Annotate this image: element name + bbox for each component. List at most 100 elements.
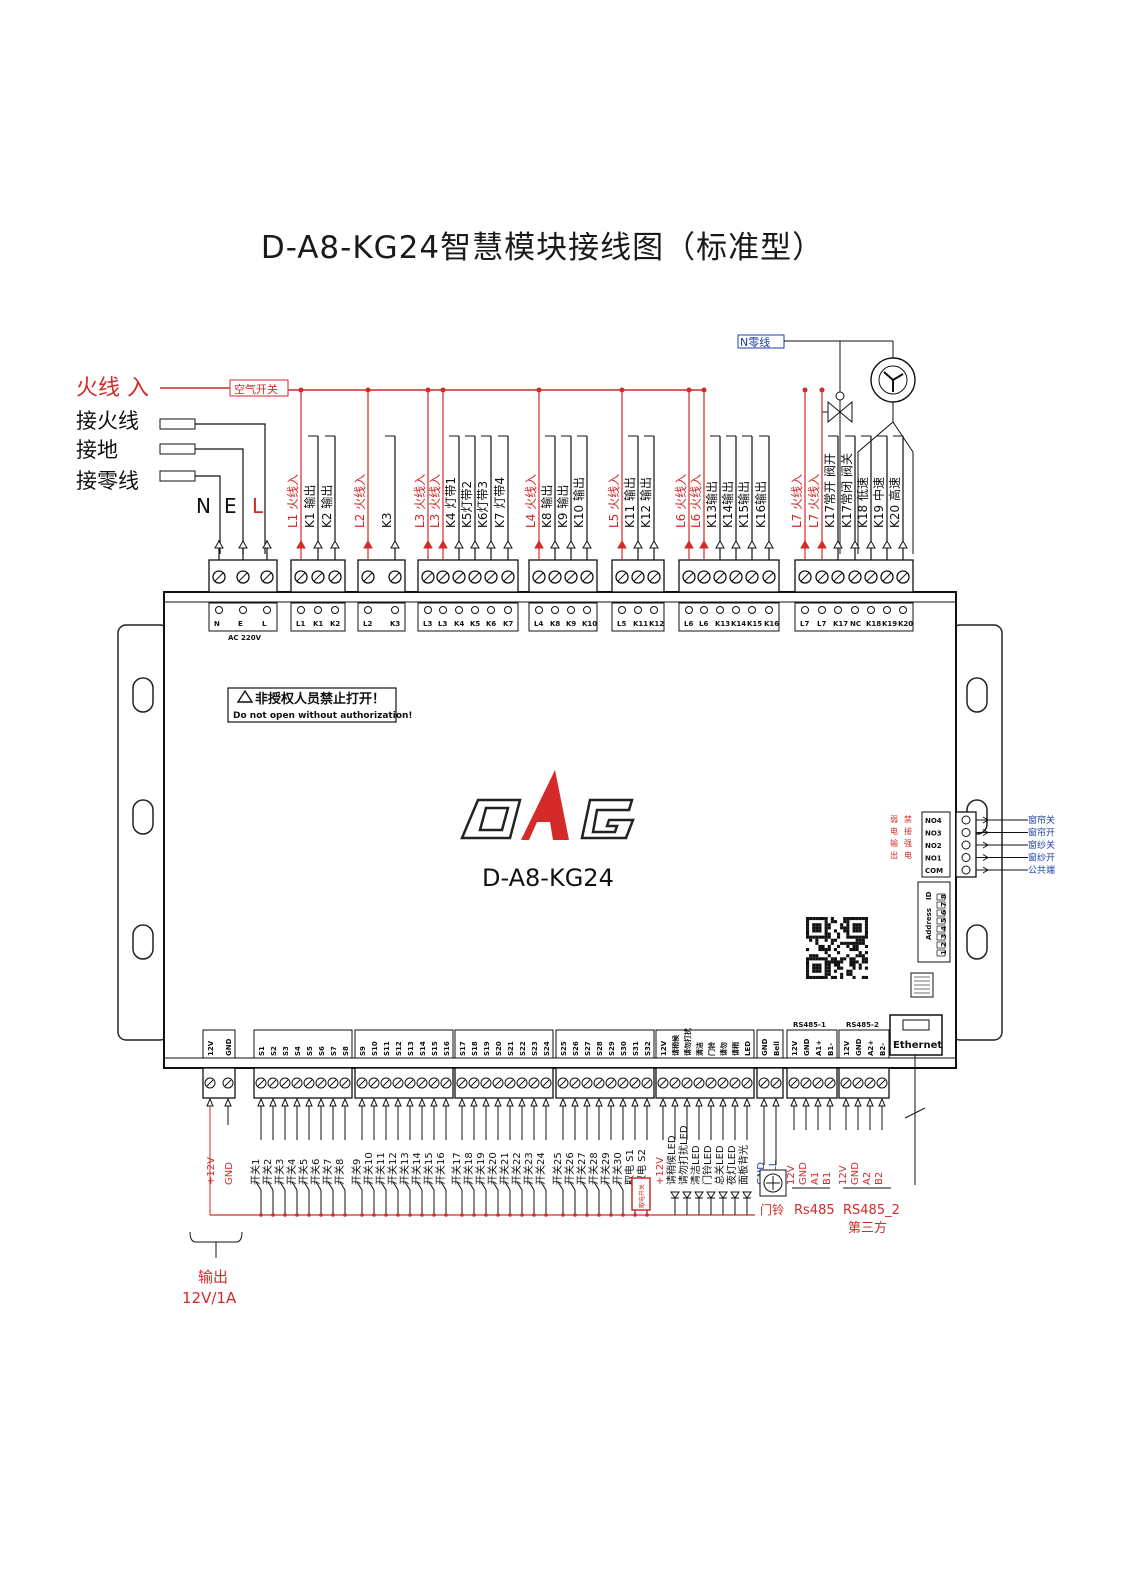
- terminal-function-label: 开关5: [297, 1159, 310, 1185]
- terminal-id: S8: [342, 1046, 350, 1056]
- terminal-function-label: GND: [224, 1162, 235, 1185]
- terminal-id: NC: [850, 620, 861, 628]
- terminal-function-label: B2: [874, 1172, 885, 1185]
- terminal-id: S13: [407, 1041, 415, 1056]
- terminal-id: 门铃: [707, 1042, 716, 1056]
- terminal-function-label: L2 火线入: [353, 474, 367, 528]
- terminal-function-label: K4 灯带1: [444, 477, 458, 528]
- terminal-id: 12V: [843, 1040, 851, 1056]
- terminal-id: NO3: [925, 830, 942, 838]
- terminal-id: K1: [313, 620, 323, 628]
- led-icon: [682, 1191, 692, 1199]
- output-function-label: 窗纱开: [1028, 852, 1055, 864]
- terminal-function-label: 开关29: [599, 1152, 612, 1185]
- warning-char: 输: [890, 838, 898, 848]
- terminal-id: A1+: [815, 1040, 823, 1056]
- fan-valve-wiring: N零线: [737, 334, 916, 554]
- terminal-function-label: 12V: [786, 1165, 797, 1185]
- terminal-function-label: K9 输出: [555, 485, 570, 528]
- terminal-function-label: K3: [380, 512, 394, 528]
- terminal-id: S20: [495, 1041, 503, 1056]
- warning-char: 接: [904, 826, 912, 836]
- terminal-function-label: 开关25: [551, 1152, 564, 1185]
- output-caption-line2: 12V/1A: [182, 1289, 237, 1307]
- terminal-function-label: 开关18: [462, 1152, 475, 1185]
- terminal-function-label: 总关LED: [713, 1145, 726, 1185]
- terminal-id: S17: [459, 1041, 467, 1056]
- terminal-id: K8: [550, 620, 560, 628]
- terminal-id: K4: [454, 620, 464, 628]
- terminal-id: K2: [330, 620, 340, 628]
- terminal-id: S25: [560, 1041, 568, 1056]
- dip-number: 7: [940, 902, 948, 907]
- page-title: D-A8-KG24智慧模块接线图（标准型）: [260, 230, 825, 266]
- terminal-id: L6: [684, 620, 693, 628]
- terminal-id: K20: [898, 620, 913, 628]
- terminal-id: GND: [761, 1038, 769, 1056]
- terminal-label-box: [417, 602, 519, 632]
- terminal-function-label: GND: [850, 1162, 861, 1185]
- terminal-id: K16: [764, 620, 779, 628]
- terminal-id: L7: [800, 620, 809, 628]
- terminal-function-label: K20 高速: [887, 477, 902, 528]
- terminal-function-label: K11 输出: [622, 477, 637, 528]
- terminal-function-label: 开关23: [522, 1152, 535, 1185]
- output-function-label: 窗帘开: [1028, 827, 1055, 839]
- terminal-function-label: K6灯带3: [476, 481, 490, 528]
- terminal-function-label: 开关13: [398, 1152, 411, 1185]
- card-switch-label: 取电开关: [638, 1184, 646, 1208]
- terminal-function-label: 开关1: [249, 1159, 262, 1185]
- terminal-function-label: L5 火线入: [607, 474, 621, 528]
- terminal-function-label: GND: [798, 1162, 809, 1185]
- terminal-id: K12: [649, 620, 664, 628]
- terminal-label-box: [786, 1029, 838, 1059]
- dip-number: 4: [940, 926, 948, 931]
- terminal-id: S26: [572, 1041, 580, 1056]
- terminal-id: GND: [803, 1038, 811, 1056]
- terminal-function-label: K2 输出: [319, 485, 334, 528]
- terminal-id: K14: [731, 620, 746, 628]
- wire-label-neutral: 接零线: [76, 469, 139, 493]
- terminal-id: K15: [747, 620, 762, 628]
- terminal-function-label: L6 火线入: [689, 474, 703, 528]
- terminal-function-label: +12V: [206, 1157, 217, 1185]
- terminal-id: S3: [282, 1046, 290, 1056]
- terminal-function-label: 开关15: [422, 1152, 435, 1185]
- terminal-id: Bell: [773, 1041, 781, 1056]
- warning-char: 禁: [904, 815, 912, 824]
- terminal-id: S21: [507, 1041, 515, 1056]
- terminal-function-label: K14输出: [720, 481, 735, 528]
- terminal-id: 12V: [207, 1040, 215, 1056]
- terminal-function-label: K1 输出: [302, 485, 317, 528]
- wire-label-earth: 接地: [76, 438, 118, 462]
- terminal-function-label: 开关9: [350, 1159, 363, 1185]
- terminal-id: S2: [270, 1046, 278, 1056]
- terminal-function-label: 开关20: [486, 1152, 499, 1185]
- id-label: ID: [925, 891, 933, 900]
- terminal-label-box: [555, 1029, 655, 1059]
- led-icon: [694, 1191, 704, 1199]
- led-icon: [718, 1191, 728, 1199]
- terminal-id: L3: [438, 620, 447, 628]
- led-icon: [670, 1191, 680, 1199]
- terminal-function-label: K16输出: [753, 481, 768, 528]
- dip-number: 5: [940, 918, 948, 923]
- warning-char: 弱: [890, 815, 898, 824]
- terminal-function-label: 开关4: [285, 1159, 298, 1185]
- terminal-id: 清洁: [695, 1042, 704, 1056]
- warning-en: Do not open without authorization!: [233, 711, 413, 721]
- terminal-id: S15: [431, 1041, 439, 1056]
- card-switch-icon: [631, 1177, 651, 1211]
- terminal-id: L1: [296, 620, 305, 628]
- rs485-2-header: RS485-2: [846, 1021, 879, 1029]
- rs485-1-caption: Rs485: [794, 1203, 835, 1218]
- terminal-id: L6: [699, 620, 708, 628]
- terminal-L: L: [252, 494, 264, 518]
- terminal-id: S19: [483, 1041, 491, 1056]
- address-label: Address: [925, 908, 933, 940]
- terminal-function-label: 开关6: [309, 1159, 322, 1185]
- terminal-id: 12V: [660, 1040, 668, 1056]
